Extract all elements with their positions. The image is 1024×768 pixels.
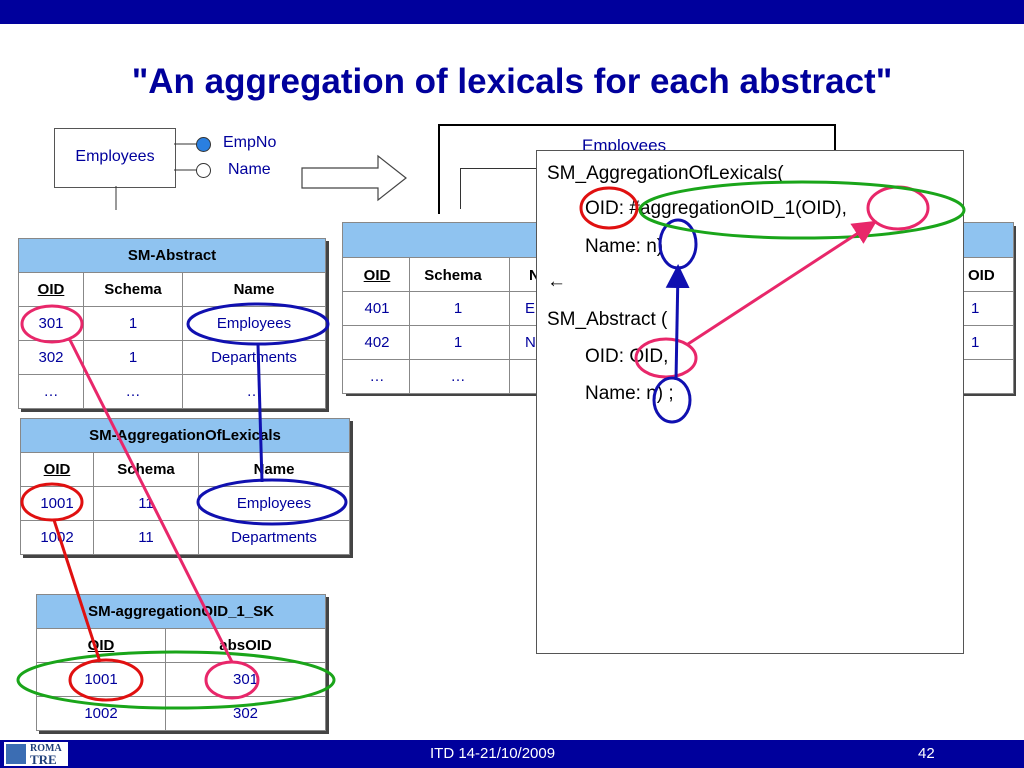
attribute-dot: [196, 163, 211, 178]
col-schema: Schema: [83, 272, 183, 307]
cell: Departments: [182, 340, 326, 375]
rule-line-2: OID: #aggregationOID_1(OID),: [585, 198, 847, 219]
back-r1-c2: 1: [453, 300, 463, 317]
attr-empno: EmpNo: [223, 134, 277, 151]
university-logo: ROMA TRE: [4, 742, 68, 767]
cell: 1: [83, 340, 183, 375]
back-r1-c4: 1: [971, 300, 980, 317]
transform-arrow: [301, 154, 407, 202]
logo-mark-icon: [6, 744, 26, 764]
col-oid: OID: [36, 628, 166, 663]
sm-aggregation-table: SM-AggregationOfLexicals OID Schema Name…: [20, 418, 350, 555]
cell: 302: [165, 696, 326, 731]
footer-center: ITD 14-21/10/2009: [430, 745, 556, 762]
back-r3-c1: …: [369, 368, 385, 385]
bottom-bar: [0, 740, 1024, 768]
back-r2-c3: N: [525, 334, 536, 351]
cell: 301: [18, 306, 84, 341]
cell: 11: [93, 486, 199, 521]
sm-aggregation-title: SM-AggregationOfLexicals: [20, 418, 350, 453]
cell: …: [182, 374, 326, 409]
attr-name: Name: [228, 161, 271, 178]
back-r3-c2: …: [450, 368, 466, 385]
back-r1-c1: 401: [364, 300, 390, 317]
col-oid: OID: [20, 452, 94, 487]
entity-employees-box: Employees: [54, 128, 176, 188]
page-number: 42: [918, 745, 935, 762]
table-row: 301 1 Employees: [18, 306, 326, 341]
back-r1-c3: E: [525, 300, 536, 317]
sm-sk-table: SM-aggregationOID_1_SK OID absOID 1001 3…: [36, 594, 326, 731]
back-col-schema: Schema: [424, 267, 482, 284]
logo-line-1: ROMA: [30, 743, 62, 754]
sm-abstract-table: SM-Abstract OID Schema Name 301 1 Employ…: [18, 238, 326, 409]
datalog-rule-box: SM_AggregationOfLexicals( OID: #aggregat…: [536, 150, 964, 654]
rule-line-5: SM_Abstract (: [547, 309, 668, 330]
cell: 1002: [20, 520, 94, 555]
cell: 1001: [36, 662, 166, 697]
col-schema: Schema: [93, 452, 199, 487]
rule-line-6: OID: OID,: [585, 346, 669, 367]
table-row: 1002 302: [36, 696, 326, 731]
cell: 301: [165, 662, 326, 697]
key-attribute-dot: [196, 137, 211, 152]
back-col-oid-right: OID: [968, 267, 995, 284]
col-name: Name: [182, 272, 326, 307]
cell: …: [18, 374, 84, 409]
col-name: Name: [198, 452, 350, 487]
cell: Employees: [182, 306, 326, 341]
cell: 1: [83, 306, 183, 341]
entity-links: [115, 143, 200, 210]
table-row: 302 1 Departments: [18, 340, 326, 375]
back-col-oid: OID: [363, 267, 391, 284]
table-row: 1001 301: [36, 662, 326, 697]
sm-sk-title: SM-aggregationOID_1_SK: [36, 594, 326, 629]
back-r2-c4: 1: [971, 334, 980, 351]
col-absoid: absOID: [165, 628, 326, 663]
rule-line-4: ←: [547, 271, 566, 292]
rule-line-7: Name: n) ;: [585, 383, 674, 404]
cell: Departments: [198, 520, 350, 555]
table-row: 1001 11 Employees: [20, 486, 350, 521]
cell: 1001: [20, 486, 94, 521]
back-r2-c1: 402: [364, 334, 390, 351]
logo-line-2: TRE: [30, 752, 57, 767]
rule-line-1: SM_AggregationOfLexicals(: [547, 163, 784, 184]
back-r2-c2: 1: [453, 334, 463, 351]
slide-title: "An aggregation of lexicals for each abs…: [131, 62, 893, 101]
cell: Employees: [198, 486, 350, 521]
table-row: … … …: [18, 374, 326, 409]
entity-employees-label: Employees: [75, 148, 155, 165]
cell: 302: [18, 340, 84, 375]
top-bar: [0, 0, 1024, 24]
cell: …: [83, 374, 183, 409]
rule-line-3: Name: n): [585, 236, 664, 257]
back-col-n: N: [529, 267, 540, 284]
cell: 11: [93, 520, 199, 555]
col-oid: OID: [18, 272, 84, 307]
sm-abstract-title: SM-Abstract: [18, 238, 326, 273]
cell: 1002: [36, 696, 166, 731]
table-row: 1002 11 Departments: [20, 520, 350, 555]
